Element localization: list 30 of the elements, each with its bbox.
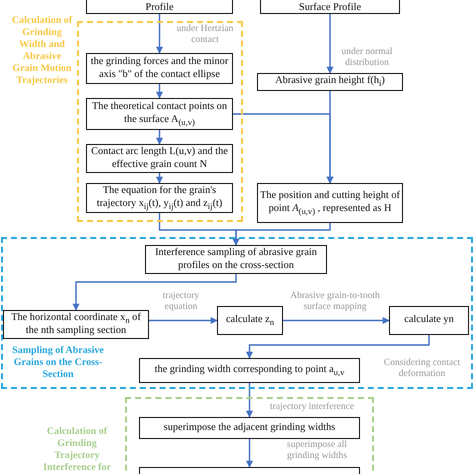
arrow: [156, 173, 163, 184]
process-box: Abrasive grain height f(h$_{i}$): [257, 73, 403, 91]
process-box: the grinding width corresponding to point a$_{u,v}$: [139, 358, 360, 383]
group-heading: Sampling of Abrasive Grains on the Cross-Section: [11, 345, 105, 381]
process-box: The equation for the grain's trajectory x$_{ij}$(t), y$_{ij}$(t) and z$_{ij}$(t): [86, 183, 233, 213]
process-box: calculate z$_{n}$: [217, 306, 283, 335]
arrow: [326, 14, 334, 74]
process-box: The horizontal coordinate x$_{n}$ of the nth sampling section: [3, 310, 149, 339]
group-heading: Calculation of Grinding Trajectory Interference for: [42, 426, 112, 474]
arrow: [149, 317, 218, 324]
arrow: [246, 383, 253, 418]
process-box: The position and cutting height of point A$_{(u,v)}$ , represented as H: [257, 183, 403, 223]
process-box: superimpose the adjacent grinding widths: [139, 417, 360, 439]
process-box: Profile: [86, 0, 233, 14]
group-heading: Calculation of Grinding Width and Abrasive Grain Motion Trajectories: [10, 15, 74, 87]
arrow: [326, 91, 334, 184]
arrow: [232, 223, 331, 246]
process-box: Interference sampling of abrasive grain profiles on the cross-section: [145, 245, 327, 274]
process-box: The theoretical contact points on the surface A$_{(u,v)}$: [86, 98, 233, 130]
arrow: [156, 84, 163, 99]
arrow: [156, 14, 163, 54]
arrow: [246, 439, 253, 468]
arrow: [72, 274, 237, 311]
arrow: [283, 317, 390, 324]
process-box: Surface Profile: [260, 0, 400, 14]
process-box: the grinding forces and the minor axis "b" of the contact ellipse: [86, 53, 233, 84]
process-box: Contact arc length L(u,v) and the effective grain count N: [86, 144, 233, 173]
process-box: calculate yn: [389, 306, 469, 335]
arrow: [156, 130, 163, 145]
arrow: [246, 335, 430, 359]
